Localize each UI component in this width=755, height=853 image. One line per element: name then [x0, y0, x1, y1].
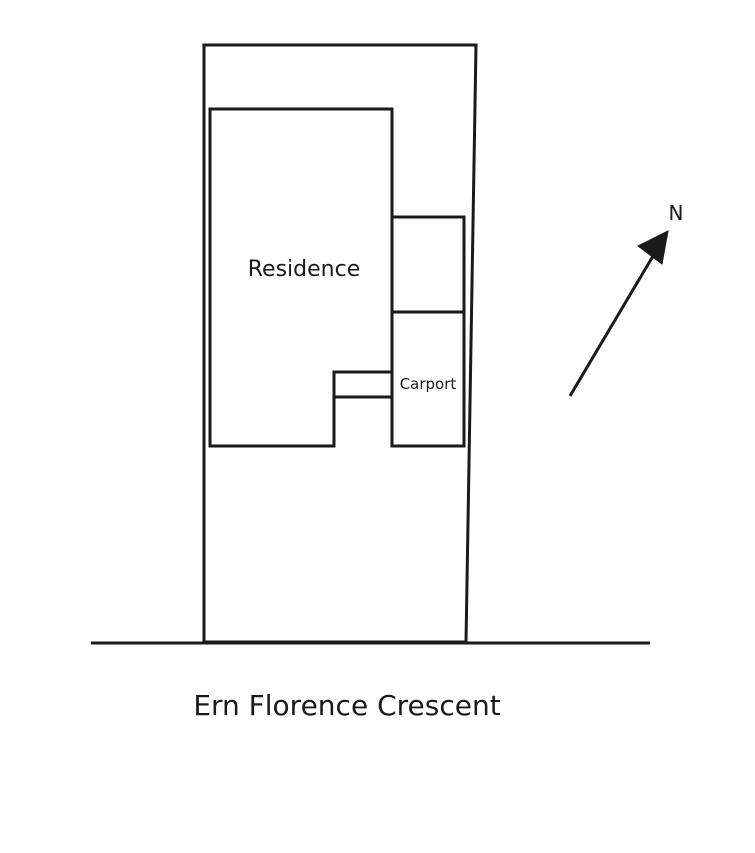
connector-box [332, 370, 394, 399]
carport-label: Carport [400, 375, 457, 393]
carport-outline [390, 310, 466, 448]
annex-box [390, 215, 466, 314]
north-label: N [669, 201, 684, 225]
residence-label: Residence [248, 257, 360, 282]
lot-boundary [202, 43, 478, 644]
street-name-label: Ern Florence Crescent [193, 689, 500, 722]
north-arrow-head-icon [637, 230, 669, 265]
north-arrow-shaft [568, 250, 658, 397]
north-arrow [568, 230, 669, 397]
